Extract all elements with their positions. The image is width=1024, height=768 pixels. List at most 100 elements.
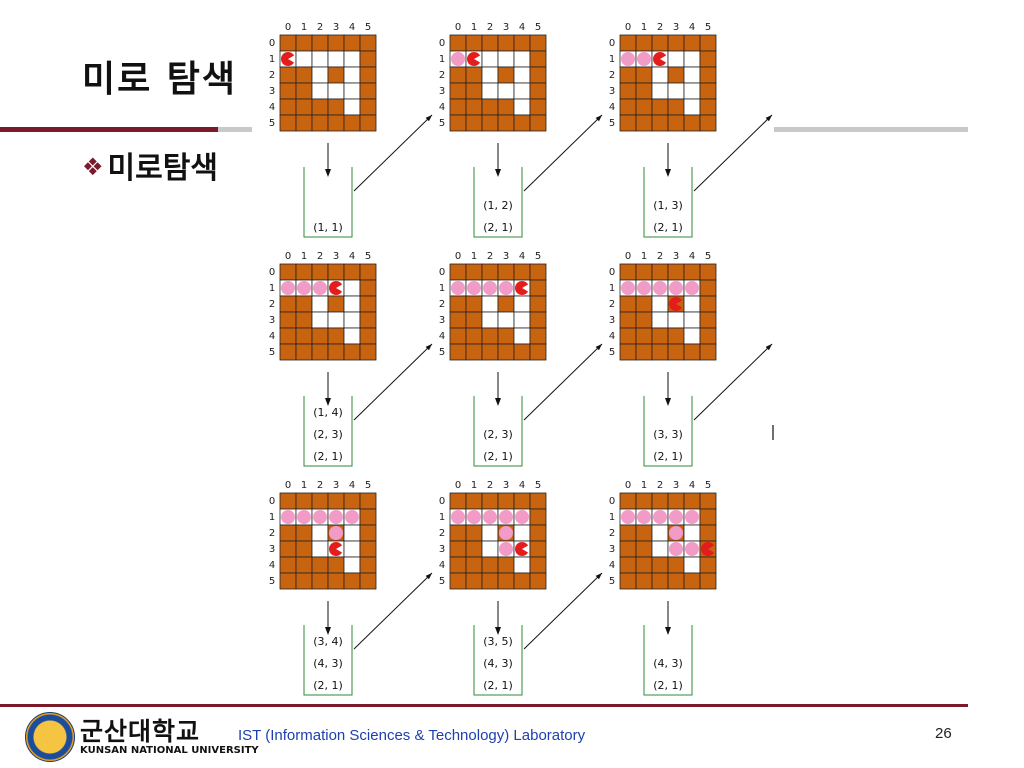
maze-row-label: 0 [439, 267, 445, 278]
visited-marker [621, 510, 635, 524]
maze-wall-cell [651, 343, 669, 361]
maze-path-cell [481, 540, 499, 558]
maze-wall-cell [327, 34, 345, 52]
maze-path-cell [295, 50, 313, 68]
visited-marker [483, 510, 497, 524]
maze-wall-cell [619, 311, 637, 329]
mouse-icon [700, 542, 715, 556]
maze-col-label: 4 [349, 480, 355, 491]
maze-wall-cell [465, 98, 483, 116]
maze-row-label: 3 [439, 86, 445, 97]
maze-col-label: 2 [657, 22, 663, 33]
maze-wall-cell [529, 524, 547, 542]
visited-marker [329, 526, 343, 540]
maze-col-label: 4 [519, 22, 525, 33]
maze-wall-cell [699, 343, 717, 361]
next-step-arrow [693, 114, 773, 192]
maze-wall-cell [279, 98, 297, 116]
maze-col-label: 0 [285, 251, 291, 262]
maze-wall-cell [311, 343, 329, 361]
maze-path-cell [513, 82, 531, 100]
maze-path-cell [481, 82, 499, 100]
maze-wall-cell [449, 82, 467, 100]
maze-wall-cell [465, 311, 483, 329]
maze-row-label: 4 [269, 102, 275, 113]
maze-path-cell [513, 50, 531, 68]
maze-wall-cell [651, 98, 669, 116]
slide-title: 미로 탐색 [82, 59, 238, 100]
maze-wall-cell [513, 114, 531, 132]
maze-col-label: 2 [317, 480, 323, 491]
maze-wall-cell [481, 34, 499, 52]
visited-marker [451, 281, 465, 295]
maze-wall-cell [667, 492, 685, 510]
maze-row-label: 3 [439, 315, 445, 326]
visited-marker [669, 526, 683, 540]
maze-path-cell [311, 524, 329, 542]
maze-wall-cell [311, 492, 329, 510]
next-step-arrow-head [595, 344, 602, 351]
maze-wall-cell [529, 327, 547, 345]
maze-wall-cell [279, 327, 297, 345]
maze-wall-cell [481, 98, 499, 116]
maze-wall-cell [279, 343, 297, 361]
maze-wall-cell [327, 263, 345, 281]
maze-wall-cell [699, 263, 717, 281]
maze-wall-cell [667, 114, 685, 132]
maze-row-label: 4 [269, 560, 275, 571]
maze-wall-cell [295, 82, 313, 100]
maze-row-label: 1 [439, 512, 445, 523]
maze-wall-cell [311, 556, 329, 574]
stack-container [303, 396, 353, 467]
maze-wall-cell [619, 295, 637, 313]
maze-col-label: 5 [705, 251, 711, 262]
maze-wall-cell [667, 263, 685, 281]
maze-col-label: 5 [365, 22, 371, 33]
maze-wall-cell [449, 263, 467, 281]
maze-wall-cell [359, 524, 377, 542]
maze-wall-cell [311, 98, 329, 116]
down-arrow-head [325, 169, 331, 177]
maze-col-label: 0 [625, 251, 631, 262]
maze-wall-cell [667, 343, 685, 361]
stack-container [303, 167, 353, 238]
visited-marker [345, 510, 359, 524]
visited-marker [637, 281, 651, 295]
maze-col-label: 4 [689, 251, 695, 262]
maze-wall-cell [359, 82, 377, 100]
maze-wall-cell [699, 556, 717, 574]
maze-wall-cell [529, 34, 547, 52]
maze-wall-cell [619, 98, 637, 116]
maze-wall-cell [359, 295, 377, 313]
maze-row-label: 0 [609, 267, 615, 278]
maze-path-cell [343, 327, 361, 345]
maze-col-label: 5 [705, 22, 711, 33]
maze-wall-cell [449, 311, 467, 329]
maze-row-label: 0 [269, 496, 275, 507]
maze-col-label: 0 [455, 480, 461, 491]
maze-wall-cell [327, 492, 345, 510]
maze-wall-cell [481, 263, 499, 281]
maze-path-cell [667, 50, 685, 68]
mouse-icon [466, 51, 481, 66]
maze-path-cell [327, 50, 345, 68]
maze-wall-cell [343, 492, 361, 510]
mouse-icon [280, 52, 295, 66]
maze-wall-cell [497, 295, 515, 313]
maze-wall-cell [699, 66, 717, 84]
stack-entry: (2, 1) [483, 221, 513, 234]
maze-wall-cell [651, 263, 669, 281]
maze-wall-cell [497, 114, 515, 132]
visited-marker [281, 281, 295, 295]
maze-wall-cell [699, 295, 717, 313]
maze-wall-cell [465, 572, 483, 590]
maze-wall-cell [481, 114, 499, 132]
maze-wall-cell [513, 34, 531, 52]
maze-row-label: 3 [269, 86, 275, 97]
maze-wall-cell [465, 34, 483, 52]
maze-path-cell [683, 295, 701, 313]
maze-wall-cell [529, 492, 547, 510]
maze-col-label: 2 [487, 251, 493, 262]
down-arrow-head [325, 627, 331, 635]
